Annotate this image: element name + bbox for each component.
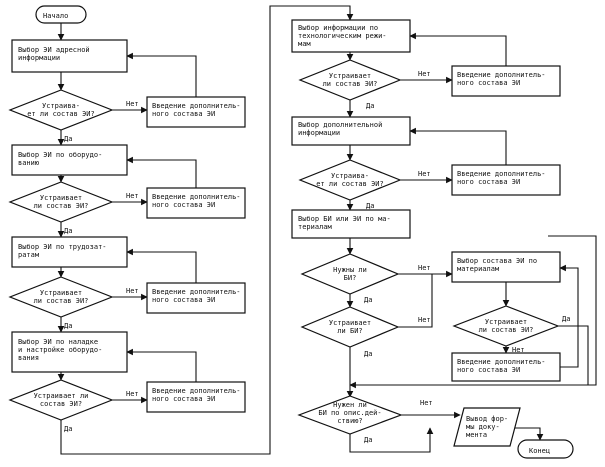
no-label: Нет: [512, 346, 525, 354]
decision-diamond: [300, 253, 400, 295]
process-box: [291, 116, 411, 146]
connector: [60, 5, 354, 455]
additional-box: [451, 164, 561, 196]
process-box: [11, 39, 128, 73]
additional-label: Введение дополнитель-ного состава ЭИ: [457, 71, 546, 87]
no-label: Нет: [418, 70, 431, 78]
connector-lines: [57, 5, 597, 455]
yes-label: Да: [366, 102, 374, 110]
connector: [505, 427, 544, 441]
additional-label: Введение дополнитель-ного состава ЭИ: [152, 193, 241, 209]
additional-box: [451, 65, 561, 97]
connector: [559, 264, 579, 368]
yes-label: Да: [64, 425, 72, 433]
decision-diamond: [300, 306, 400, 348]
process-box: [11, 331, 128, 373]
connector: [398, 274, 433, 328]
additional-box: [146, 187, 246, 219]
decision-diamond: [8, 89, 114, 131]
process-box: [291, 19, 411, 53]
yes-label: Да: [64, 227, 72, 235]
decision-diamond: [298, 59, 402, 101]
yes-label: Да: [64, 322, 72, 330]
no-label: Нет: [418, 170, 431, 178]
no-label: Нет: [126, 390, 139, 398]
end-terminal: [517, 439, 574, 459]
yes-label: Да: [562, 315, 570, 323]
decision-label: Устраива-ет ли состав ЭИ?: [316, 172, 383, 188]
decision-diamond: [298, 159, 402, 201]
yes-label: Да: [364, 350, 372, 358]
additional-label: Введение дополнитель-ного состава ЭИ: [457, 170, 546, 186]
no-label: Нет: [420, 399, 433, 407]
decision-diamond: [452, 305, 560, 347]
decision-label: Устраива-ет ли состав ЭИ?: [27, 102, 94, 118]
additional-label: Введение дополнитель-ного состава ЭИ: [457, 358, 546, 374]
output-label: Вывод фор-мы доку-мента: [466, 415, 508, 439]
start-label: Начало: [43, 12, 68, 20]
yes-label: Да: [364, 296, 372, 304]
additional-label: Введение дополнитель-ного состава ЭИ: [152, 102, 241, 118]
process-label: Выбор ЭИ по трудозат-ратам: [18, 243, 107, 259]
connector: [409, 32, 507, 66]
no-label: Нет: [418, 264, 431, 272]
additional-box: [146, 282, 246, 314]
flow-shapes: [8, 5, 574, 459]
connector: [350, 235, 597, 386]
connector: [126, 52, 197, 97]
additional-box: [146, 381, 246, 413]
process-label: Выбор ЭИ по оборудо-ванию: [18, 151, 102, 167]
connector: [349, 427, 434, 453]
no-label: Нет: [126, 287, 139, 295]
process-box: [11, 236, 128, 268]
yes-label: Да: [366, 202, 374, 210]
additional-label: Введение дополнитель-ного состава ЭИ: [152, 387, 241, 403]
connector: [409, 127, 507, 165]
connector: [126, 156, 197, 188]
yes-label: Да: [64, 135, 72, 143]
end-label: Конец: [529, 447, 550, 455]
additional-box: [451, 352, 561, 382]
decision-diamond: [297, 395, 403, 435]
process-box: [291, 209, 411, 239]
process-box: [11, 144, 128, 176]
no-label: Нет: [418, 316, 431, 324]
connector: [126, 248, 197, 283]
decision-diamond: [8, 379, 114, 421]
additional-label: Введение дополнитель-ного состава ЭИ: [152, 288, 241, 304]
decision-diamond: [8, 276, 114, 318]
yes-label: Да: [364, 436, 372, 444]
no-label: Нет: [126, 100, 139, 108]
decision-diamond: [8, 181, 114, 223]
start-terminal: [35, 5, 87, 24]
connector: [126, 348, 197, 382]
output-parallelogram: [453, 407, 521, 447]
no-label: Нет: [126, 192, 139, 200]
process-box: [451, 251, 561, 283]
additional-box: [146, 96, 246, 128]
process-label: Выбор БИ или ЭИ по ма-териалам: [298, 215, 391, 231]
